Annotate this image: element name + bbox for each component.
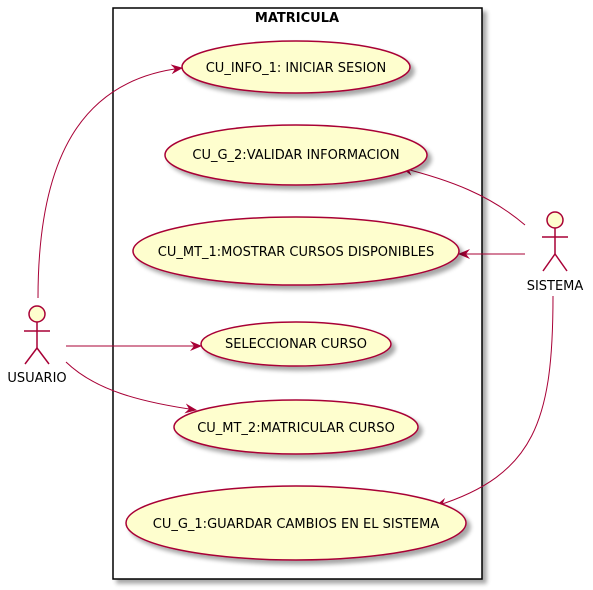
system-title: MATRICULA — [255, 11, 339, 26]
associations — [37, 64, 554, 508]
system-boundary: MATRICULA — [112, 7, 483, 580]
actor-label: USUARIO — [7, 371, 66, 386]
stick-figure-icon — [542, 211, 568, 272]
use-case-label: CU_G_1:GUARDAR CAMBIOS EN EL SISTEMA — [153, 517, 440, 532]
actor-sistema[interactable]: SISTEMA — [527, 211, 584, 294]
assoc-sistema-guardar-cambios — [435, 295, 554, 508]
assoc-sistema-validar-informacion — [401, 165, 526, 226]
assoc-usuario-iniciar-sesion — [37, 64, 183, 299]
use-case-guardar-cambios[interactable]: CU_G_1:GUARDAR CAMBIOS EN EL SISTEMA — [125, 485, 467, 561]
use-case-label: CU_MT_2:MATRICULAR CURSO — [197, 421, 395, 436]
use-case-label: CU_INFO_1: INICIAR SESION — [206, 61, 387, 76]
stick-figure-icon — [24, 305, 50, 365]
actor-usuario[interactable]: USUARIO — [7, 305, 67, 386]
use-case-mostrar-cursos[interactable]: CU_MT_1:MOSTRAR CURSOS DISPONIBLES — [132, 216, 460, 286]
use-case-matricular-curso[interactable]: CU_MT_2:MATRICULAR CURSO — [173, 399, 419, 455]
use-case-label: CU_G_2:VALIDAR INFORMACION — [192, 148, 399, 163]
use-case-label: SELECCIONAR CURSO — [225, 337, 367, 352]
actor-label: SISTEMA — [527, 279, 584, 294]
use-case-iniciar-sesion[interactable]: CU_INFO_1: INICIAR SESION — [181, 40, 411, 94]
use-case-label: CU_MT_1:MOSTRAR CURSOS DISPONIBLES — [158, 245, 434, 260]
assoc-usuario-matricular-curso — [65, 361, 197, 414]
use-case-validar-informacion[interactable]: CU_G_2:VALIDAR INFORMACION — [164, 124, 428, 186]
use-case-seleccionar-curso[interactable]: SELECCIONAR CURSO — [200, 321, 392, 367]
